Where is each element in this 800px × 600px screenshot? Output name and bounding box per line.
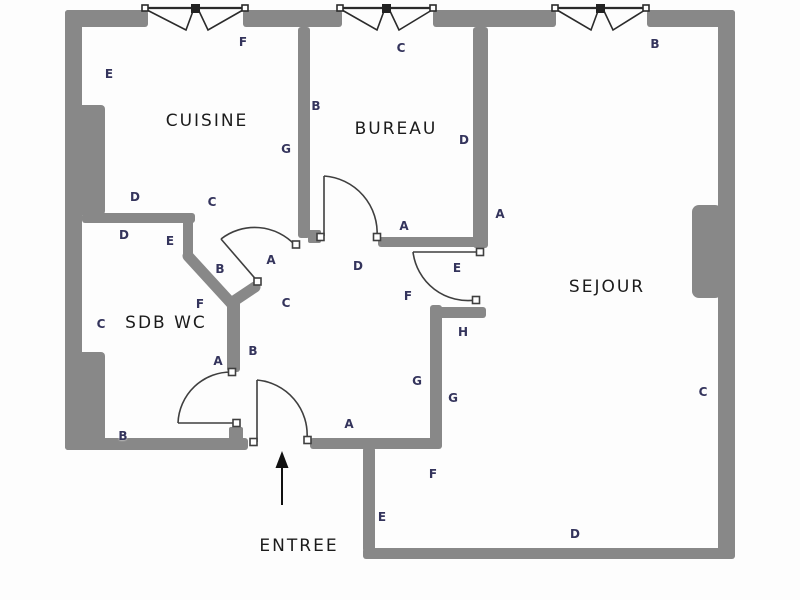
wall-cuisine-bureau-divider <box>298 27 310 238</box>
room-label-cuisine: CUISINE <box>165 111 249 131</box>
wall-letter-d: D <box>570 527 580 541</box>
wall-letter-h: H <box>457 325 469 339</box>
wall-letter-f: F <box>428 467 438 481</box>
wall-bureau-right <box>473 27 488 248</box>
window-icon-bureau <box>336 4 437 32</box>
wall-letter-c: C <box>698 385 708 399</box>
wall-letter-f: F <box>195 297 205 311</box>
windows <box>141 4 650 32</box>
door-swing-arc <box>412 251 477 302</box>
door-sdb-wc <box>177 367 241 428</box>
doors <box>177 175 485 447</box>
wall-right-pillar <box>692 205 722 298</box>
wall-letter-b: B <box>215 262 225 276</box>
wall-letter-e: E <box>104 67 114 81</box>
door-leaf <box>220 238 260 284</box>
wall-letter-a: A <box>213 354 223 368</box>
door-cuisine <box>220 226 301 286</box>
room-label-sdb-wc: SDB WC <box>125 313 207 333</box>
door-swing-arc <box>256 379 308 440</box>
wall-bottom-sejour <box>363 548 735 559</box>
door-jamb-square <box>471 295 481 305</box>
wall-top-2 <box>243 10 342 27</box>
room-label-entree: ENTREE <box>259 536 339 556</box>
wall-letter-e: E <box>452 261 462 275</box>
wall-letter-a: A <box>399 219 409 233</box>
wall-letter-b: B <box>118 429 128 443</box>
door-jamb-square <box>303 435 312 445</box>
wall-left-pilaster-lower <box>65 352 105 448</box>
wall-letter-e: E <box>165 234 175 248</box>
wall-letter-e: E <box>377 510 387 524</box>
wall-bottom-left <box>65 438 248 450</box>
wall-top-3 <box>433 10 556 27</box>
wall-sdb-east-upper <box>183 213 193 260</box>
wall-letter-d: D <box>130 190 140 204</box>
door-hinge-square <box>232 418 241 428</box>
door-swing-arc <box>220 226 296 246</box>
wall-bottom-hall <box>310 438 442 449</box>
door-bureau <box>316 175 382 242</box>
window-icon-cuisine <box>141 4 249 32</box>
wall-letter-a: A <box>495 207 505 221</box>
wall-sdb-top <box>82 213 195 223</box>
room-label-bureau: BUREAU <box>354 119 438 139</box>
room-label-sejour: SEJOUR <box>568 277 646 297</box>
door-jamb-square <box>372 232 382 242</box>
window-icon-sejour <box>551 4 650 32</box>
wall-sdb-diagonal <box>182 250 237 309</box>
entrance-arrow-icon <box>275 451 289 505</box>
wall-letter-g: G <box>281 142 291 156</box>
wall-letter-c: C <box>281 296 291 310</box>
door-hinge-square <box>253 277 262 286</box>
door-hinge-square <box>316 232 325 242</box>
wall-letter-b: B <box>311 99 321 113</box>
wall-hall-east <box>430 305 442 448</box>
wall-sdb-door-jamb-block <box>229 427 243 440</box>
wall-letter-f: F <box>238 35 248 49</box>
wall-letter-g: G <box>448 391 458 405</box>
wall-sejour-west-lower <box>363 447 375 552</box>
wall-sejour-door-stub <box>430 307 486 318</box>
wall-letter-b: B <box>248 344 258 358</box>
wall-letter-d: D <box>119 228 129 242</box>
wall-letter-g: G <box>412 374 422 388</box>
wall-letter-d: D <box>353 259 363 273</box>
wall-letter-c: C <box>96 317 106 331</box>
wall-left-pilaster-upper <box>65 105 105 215</box>
wall-letter-a: A <box>344 417 354 431</box>
wall-top-4 <box>647 10 735 27</box>
door-entrance <box>249 379 312 447</box>
wall-letter-d: D <box>459 133 469 147</box>
wall-letter-f: F <box>403 289 413 303</box>
wall-bureau-bottom <box>378 237 488 247</box>
door-sejour <box>412 247 485 305</box>
wall-letter-a: A <box>266 253 276 267</box>
door-swing-arc <box>177 371 233 424</box>
wall-letter-b: B <box>650 37 660 51</box>
walls <box>65 10 735 559</box>
wall-letter-c: C <box>207 195 217 209</box>
door-jamb-square <box>291 240 301 249</box>
door-swing-arc <box>323 175 378 238</box>
door-hinge-square <box>475 247 485 257</box>
wall-sdb-east-lower <box>227 299 240 372</box>
wall-right <box>718 10 735 558</box>
wall-letter-c: C <box>396 41 406 55</box>
door-hinge-square <box>249 437 258 447</box>
door-jamb-square <box>227 367 237 377</box>
wall-top-1 <box>65 10 148 27</box>
